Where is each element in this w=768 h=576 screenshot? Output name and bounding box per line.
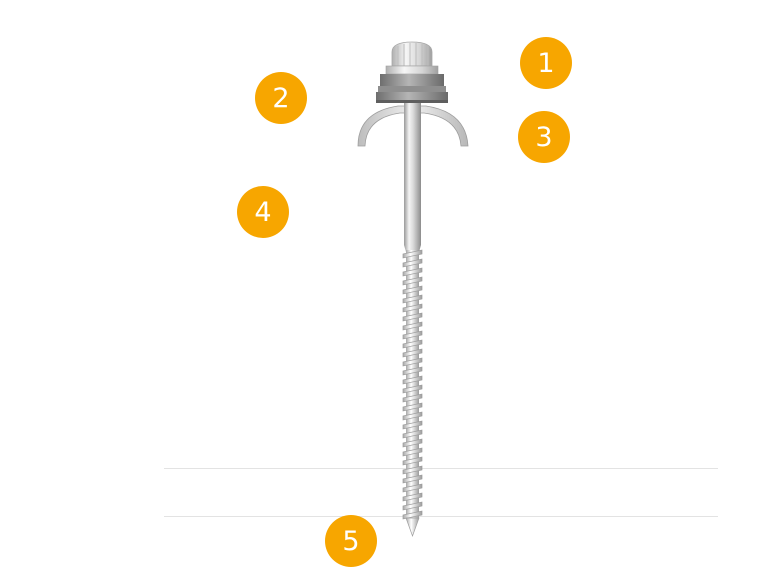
tip — [405, 517, 420, 538]
thread-tooth — [402, 474, 423, 484]
thread-tooth — [402, 393, 423, 403]
calotte — [357, 105, 469, 147]
thread-tooth — [402, 456, 423, 466]
thread-tooth — [402, 330, 423, 340]
thread-tooth — [402, 465, 423, 475]
hex-head — [385, 41, 439, 75]
thread-tooth — [402, 357, 423, 367]
thread-tooth — [402, 384, 423, 394]
thread-tooth — [402, 339, 423, 349]
callout-badge-3: 3 — [518, 111, 570, 163]
thread-tooth — [402, 366, 423, 376]
thread-tooth — [402, 510, 423, 520]
thread-tooth — [402, 375, 423, 385]
thread-tooth — [402, 258, 423, 268]
thread-tooth — [402, 438, 423, 448]
thread-tooth — [402, 429, 423, 439]
callout-badge-2: 2 — [255, 72, 307, 124]
thread-tooth — [402, 285, 423, 295]
thread-tooth — [402, 501, 423, 511]
shank — [404, 103, 421, 252]
threaded-section — [402, 249, 423, 538]
thread-tooth — [402, 249, 423, 259]
thread-tooth — [402, 411, 423, 421]
thread-tooth — [402, 321, 423, 331]
callout-badge-5: 5 — [325, 515, 377, 567]
thread-tooth — [402, 420, 423, 430]
thread-tooth — [402, 312, 423, 322]
thread-tooth — [402, 483, 423, 493]
thread-tooth — [402, 447, 423, 457]
thread-tooth — [402, 402, 423, 412]
thread-tooth — [402, 492, 423, 502]
callout-badge-1: 1 — [520, 37, 572, 89]
thread-tooth — [402, 294, 423, 304]
sealing-washer — [376, 74, 448, 103]
callout-badge-4: 4 — [237, 186, 289, 238]
thread-tooth — [402, 348, 423, 358]
surface-line-top — [164, 468, 718, 469]
surface-line-bottom — [164, 516, 718, 517]
thread-tooth — [402, 276, 423, 286]
thread-tooth — [402, 303, 423, 313]
thread-tooth — [402, 267, 423, 277]
